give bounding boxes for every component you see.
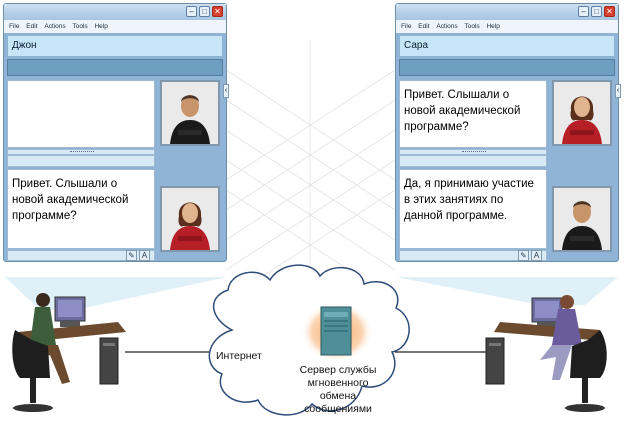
self-avatar [552,186,612,252]
title-bar: – □ ✕ [396,4,618,20]
message-input[interactable]: Да, я принимаю участие в этих занятиях п… [399,169,547,249]
input-status-bar [399,250,547,261]
man-avatar-icon [554,188,610,250]
right-view-cone [396,277,618,305]
pane-splitter[interactable] [7,149,155,155]
chevron-left-icon[interactable]: ‹ [615,84,621,98]
menu-actions[interactable]: Actions [436,23,458,30]
menu-actions[interactable]: Actions [44,23,66,30]
title-bar: – □ ✕ [4,4,226,20]
minimize-icon[interactable]: – [186,6,197,17]
right-chat-window: – □ ✕ File Edit Actions Tools Help Сара … [395,3,621,262]
internet-label: Интернет [216,350,262,362]
contact-avatar [552,80,612,146]
contact-name: Джон [7,35,223,57]
input-status-bar [7,250,155,261]
contact-name: Сара [399,35,615,57]
left-chat-window: – □ ✕ File Edit Actions Tools Help Джон … [3,3,229,262]
woman-avatar-icon [162,188,218,250]
chevron-left-icon[interactable]: ‹ [223,84,229,98]
conversation-pane: Привет. Слышали о новой академической пр… [399,80,547,148]
font-icon[interactable]: A [531,250,542,261]
toolbar [7,59,223,76]
pencil-icon[interactable]: ✎ [126,250,137,261]
menu-edit[interactable]: Edit [26,23,38,30]
maximize-icon[interactable]: □ [199,6,210,17]
menu-file[interactable]: File [9,23,20,30]
self-avatar [160,186,220,252]
man-avatar-icon [162,82,218,144]
woman-avatar-icon [554,82,610,144]
font-icon[interactable]: A [139,250,150,261]
format-bar [399,155,547,167]
menu-edit[interactable]: Edit [418,23,430,30]
contact-avatar [160,80,220,146]
close-icon[interactable]: ✕ [604,6,615,17]
format-bar [7,155,155,167]
man-at-computer-icon [485,295,607,412]
server-icon [320,306,352,356]
maximize-icon[interactable]: □ [591,6,602,17]
menu-tools[interactable]: Tools [72,23,88,30]
menu-help[interactable]: Help [486,23,500,30]
menu-file[interactable]: File [401,23,412,30]
menu-help[interactable]: Help [94,23,108,30]
message-input[interactable]: Привет. Слышали о новой академической пр… [7,169,155,249]
toolbar [399,59,615,76]
close-icon[interactable]: ✕ [212,6,223,17]
menu-tools[interactable]: Tools [464,23,480,30]
pane-splitter[interactable] [399,149,547,155]
menu-bar: File Edit Actions Tools Help [396,20,618,33]
minimize-icon[interactable]: – [578,6,589,17]
woman-at-computer-icon [12,293,126,412]
conversation-pane [7,80,155,148]
pencil-icon[interactable]: ✎ [518,250,529,261]
background-grid [225,40,396,301]
menu-bar: File Edit Actions Tools Help [4,20,226,33]
server-label: Сервер службы мгновенного обмена сообщен… [299,364,377,415]
